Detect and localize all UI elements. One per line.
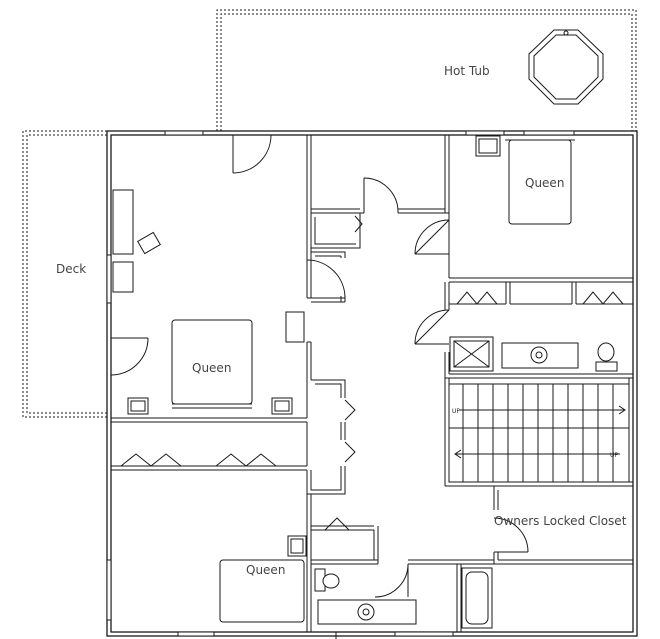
doors (110, 134, 529, 598)
windows (106, 130, 575, 637)
owners-closet-label: Owners Locked Closet (494, 514, 627, 528)
master-bedroom-furniture (112, 189, 305, 415)
staircase (448, 383, 630, 483)
deck-label: Deck (56, 262, 86, 276)
master-bed-label: Queen (192, 361, 231, 375)
hot-tub-deck-area (216, 9, 637, 131)
top-right-bedroom-furniture (475, 135, 575, 225)
lower-left-bedroom-furniture (219, 535, 307, 623)
bifold-doors (120, 215, 624, 531)
lower-bath-fixtures (314, 567, 493, 629)
exterior-walls (106, 130, 638, 637)
bottom-entry (320, 632, 352, 639)
hot-tub (528, 29, 604, 105)
bathroom-fixtures (449, 336, 618, 372)
stair-up-upper: UP (452, 408, 460, 415)
deck-area (22, 130, 107, 418)
stair-up-lower: UP (610, 452, 618, 459)
lower-bed-label: Queen (246, 563, 285, 577)
top-right-bed-label: Queen (525, 176, 564, 190)
hot-tub-label: Hot Tub (444, 64, 490, 78)
